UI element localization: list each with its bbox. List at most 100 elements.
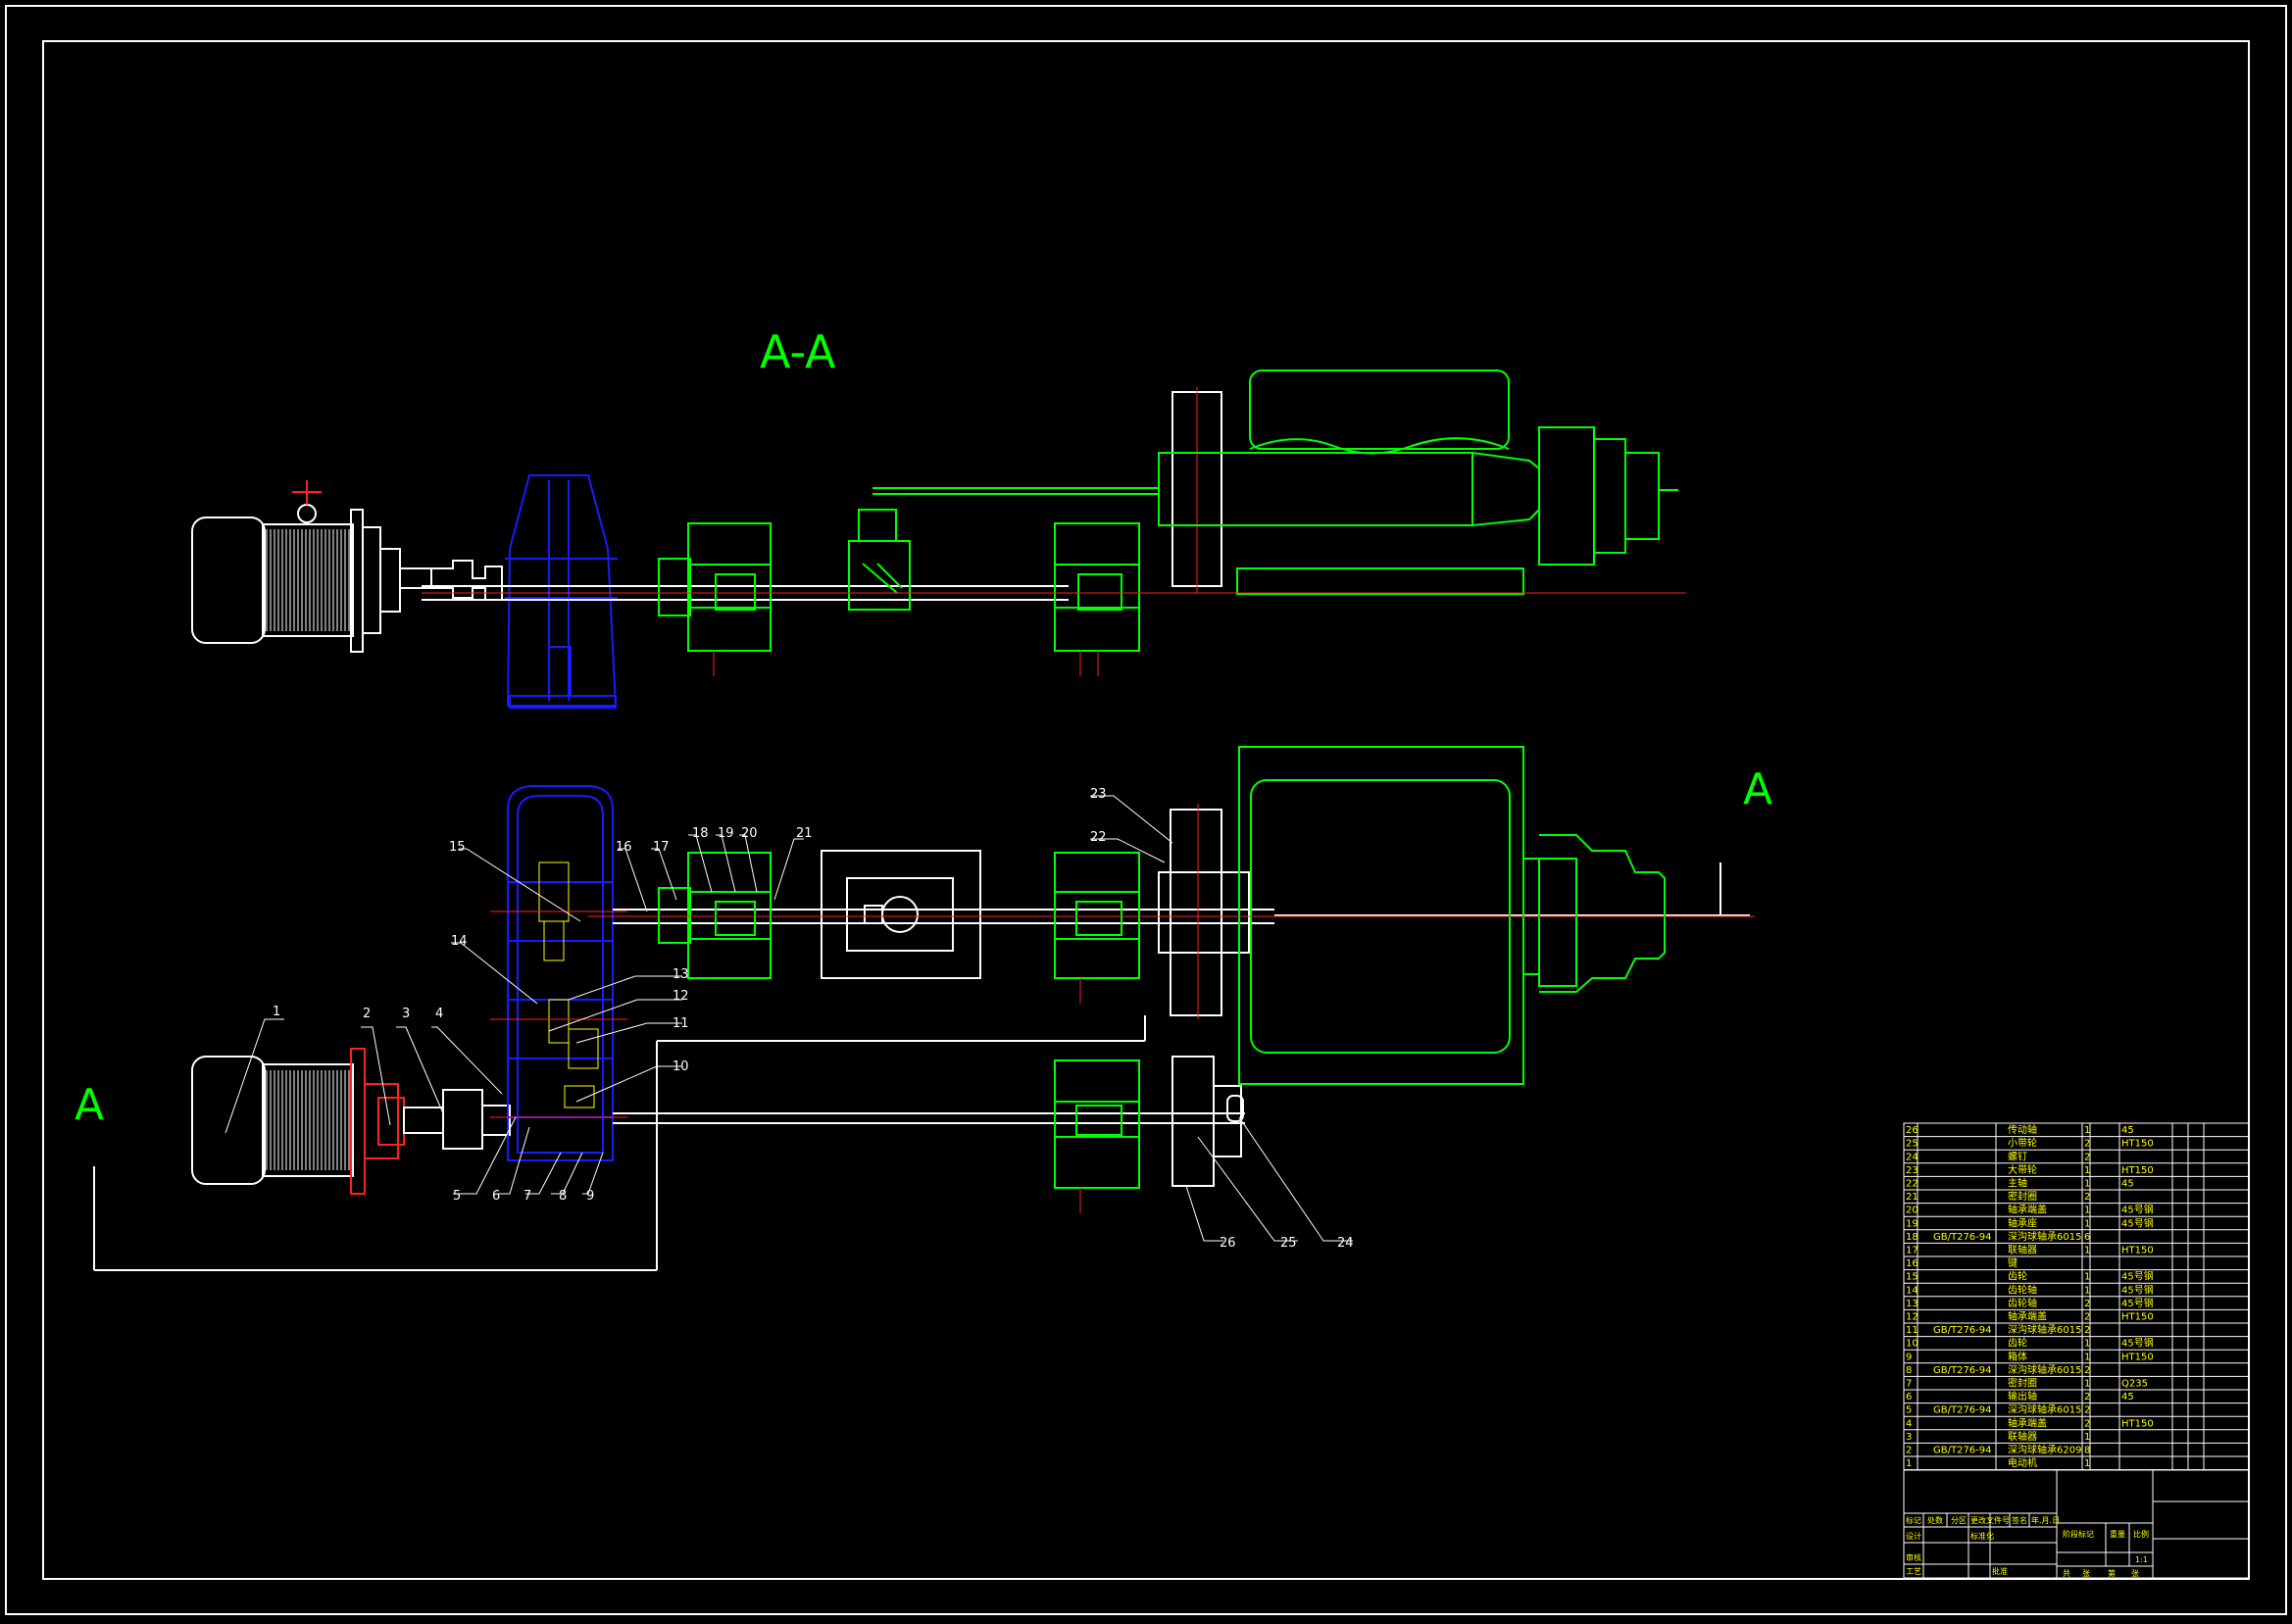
section-view-label: A-A xyxy=(760,325,836,378)
part-number: 13 xyxy=(1906,1299,1918,1309)
tb-design: 设计 xyxy=(1906,1531,1921,1541)
bottom-view-gearbox xyxy=(507,785,614,1161)
part-material: 45 xyxy=(2121,1179,2134,1190)
part-number: 26 xyxy=(1906,1125,1918,1136)
bottom-view-bearing-housing-right xyxy=(1054,852,1140,979)
part-standard: GB/T276-94 xyxy=(1933,1446,1992,1456)
part-name: 深沟球轴承6209 xyxy=(2008,1444,2081,1456)
part-number: 9 xyxy=(1906,1352,1912,1362)
part-quantity: 2 xyxy=(2084,1152,2090,1162)
top-view-motor xyxy=(191,480,401,653)
part-name: 箱体 xyxy=(2008,1350,2027,1362)
part-number: 18 xyxy=(1906,1232,1918,1243)
part-material: 45号钢 xyxy=(2121,1283,2154,1296)
part-quantity: 1 xyxy=(2084,1339,2090,1350)
part-quantity: 1 xyxy=(2084,1352,2090,1362)
part-name: 键 xyxy=(2008,1256,2018,1269)
part-number: 22 xyxy=(1906,1179,1918,1190)
tb-scale-value: 1:1 xyxy=(2135,1555,2148,1564)
part-material: 45 xyxy=(2121,1392,2134,1403)
callout-4: 4 xyxy=(435,1007,443,1021)
tb-change-doc: 更改文件号 xyxy=(1970,1515,2010,1525)
tb-count: 处数 xyxy=(1927,1515,1943,1525)
part-quantity: 1 xyxy=(2084,1165,2090,1176)
tb-sheets-unit1: 张 xyxy=(2082,1569,2090,1578)
part-quantity: 1 xyxy=(2084,1432,2090,1443)
callout-17: 17 xyxy=(653,840,670,855)
tb-sheet-no: 第 xyxy=(2108,1568,2116,1578)
part-standard: GB/T276-94 xyxy=(1933,1232,1992,1243)
part-name: 电动机 xyxy=(2008,1456,2037,1469)
part-material: HT150 xyxy=(2121,1352,2154,1362)
title-block xyxy=(1903,1469,2250,1579)
tb-weight-label: 重量 xyxy=(2110,1529,2125,1539)
tb-revision-mark: 标记 xyxy=(1906,1515,1921,1525)
callout-10: 10 xyxy=(673,1059,689,1074)
part-standard: GB/T276-94 xyxy=(1933,1405,1992,1416)
bottom-view-gear-shafts xyxy=(490,910,627,1118)
part-number: 24 xyxy=(1906,1152,1918,1162)
part-quantity: 1 xyxy=(2084,1458,2090,1469)
callout-24: 24 xyxy=(1337,1236,1354,1251)
callout-15: 15 xyxy=(449,840,466,855)
tb-standardization: 标准化 xyxy=(1970,1531,1994,1541)
part-name: 轴承端盖 xyxy=(2008,1310,2047,1323)
part-name: 联轴器 xyxy=(2008,1244,2037,1256)
part-quantity: 1 xyxy=(2084,1272,2090,1283)
part-number: 2 xyxy=(1906,1446,1912,1456)
part-material: 45号钢 xyxy=(2121,1216,2154,1229)
part-name: 螺钉 xyxy=(2008,1151,2027,1162)
part-quantity: 6 xyxy=(2084,1232,2090,1243)
part-quantity: 1 xyxy=(2084,1218,2090,1229)
title-block-text: 标记 处数 分区 更改文件号 签名 年.月.日 设计 标准化 审核 工艺 批准 … xyxy=(1906,1515,2149,1578)
part-quantity: 8 xyxy=(2084,1446,2090,1456)
part-number: 5 xyxy=(1906,1405,1912,1416)
bottom-view-bearing-housing-lower xyxy=(1054,1059,1140,1189)
part-quantity: 1 xyxy=(2084,1206,2090,1216)
part-number: 17 xyxy=(1906,1246,1918,1256)
part-quantity: 1 xyxy=(2084,1285,2090,1296)
callout-1: 1 xyxy=(273,1005,280,1019)
callout-11: 11 xyxy=(673,1016,689,1031)
part-number: 11 xyxy=(1906,1325,1918,1336)
callout-25: 25 xyxy=(1280,1236,1297,1251)
top-view-gearbox xyxy=(505,474,618,709)
part-name: 密封圈 xyxy=(2008,1377,2037,1390)
part-name: 大带轮 xyxy=(2008,1163,2037,1176)
part-name: 齿轮轴 xyxy=(2008,1283,2037,1296)
tb-sheets-unit2: 张 xyxy=(2131,1569,2139,1578)
part-standard: GB/T276-94 xyxy=(1933,1365,1992,1376)
callout-8: 8 xyxy=(559,1189,567,1204)
tb-stage-label: 阶段标记 xyxy=(2063,1529,2094,1539)
part-number: 15 xyxy=(1906,1272,1918,1283)
inner-frame xyxy=(42,40,2250,1580)
callout-7: 7 xyxy=(523,1189,531,1204)
part-quantity: 2 xyxy=(2084,1365,2090,1376)
part-quantity: 2 xyxy=(2084,1139,2090,1150)
center-lines xyxy=(422,592,1755,1213)
tb-zone: 分区 xyxy=(1951,1516,1967,1525)
part-number: 25 xyxy=(1906,1139,1918,1150)
bottom-view-upper-shaft xyxy=(613,862,1750,924)
part-name: 轴承端盖 xyxy=(2008,1416,2047,1429)
part-quantity: 2 xyxy=(2084,1312,2090,1323)
part-quantity: 2 xyxy=(2084,1418,2090,1429)
top-view-clutch xyxy=(848,509,911,611)
callout-5: 5 xyxy=(453,1189,461,1204)
section-arrow-right-label: A xyxy=(1743,764,1772,814)
bottom-view-bearing-housing-left xyxy=(658,852,772,979)
top-view-shaft-line xyxy=(422,585,1069,601)
top-view-coupling xyxy=(399,560,503,601)
part-material: HT150 xyxy=(2121,1418,2154,1429)
callout-2: 2 xyxy=(363,1007,371,1021)
part-material: Q235 xyxy=(2121,1379,2148,1390)
part-material: 45号钢 xyxy=(2121,1204,2154,1216)
outer-frame xyxy=(5,5,2287,1615)
part-number: 7 xyxy=(1906,1379,1912,1390)
callout-numbers: 1 2 3 4 5 6 7 8 9 10 11 12 13 14 15 16 1… xyxy=(273,787,1354,1251)
callout-19: 19 xyxy=(718,826,734,841)
part-material: HT150 xyxy=(2121,1139,2154,1150)
